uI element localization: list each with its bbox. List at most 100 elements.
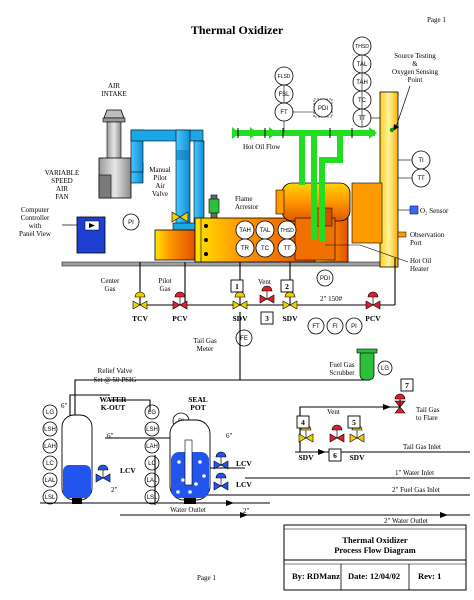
- svg-text:Gas: Gas: [105, 285, 116, 293]
- hot-oil-flow-label: Hot Oil Flow: [243, 143, 281, 151]
- title-block-title1: Thermal Oxidizer: [342, 535, 408, 545]
- svg-text:PI: PI: [128, 220, 134, 226]
- instrument-lg-scrubber: LG: [377, 360, 393, 376]
- svg-text:TI: TI: [418, 158, 424, 164]
- title-block-date: Date: 12/04/02: [348, 571, 400, 581]
- instrument-lsl-ko: LSL: [42, 489, 58, 505]
- water-outlet-2-label: 2" Water Outlet: [384, 517, 428, 525]
- valve-tag-3: 3: [260, 311, 274, 325]
- instrument-pi-line: PI: [345, 317, 363, 335]
- svg-text:to Flare: to Flare: [416, 414, 438, 422]
- svg-text:TAL: TAL: [260, 228, 271, 234]
- instrument-lsl-seal: LSL: [144, 489, 160, 505]
- water-knockout-vessel: [61, 414, 93, 504]
- svg-text:with: with: [29, 222, 42, 230]
- fuel-gas-inlet-label: 2" Fuel Gas Inlet: [392, 486, 440, 494]
- svg-text:LSL: LSL: [147, 495, 158, 501]
- flare-valve: [394, 393, 406, 414]
- diagram-title: Thermal Oxidizer: [191, 23, 284, 37]
- svg-text:LAH: LAH: [146, 444, 158, 450]
- center-gas-label: Center Gas: [101, 277, 120, 293]
- svg-text:FLSD: FLSD: [278, 74, 291, 80]
- instrument-fe: FE: [235, 329, 253, 347]
- title-block-rev: Rev: 1: [418, 571, 441, 581]
- svg-text:Pilot: Pilot: [158, 277, 171, 285]
- lcv-label: LCV: [120, 466, 136, 475]
- valve-tag-6: 6: [328, 448, 342, 462]
- instrument-tt-right: TT: [411, 168, 431, 188]
- temperature-control-valve-label: TCV: [132, 314, 148, 323]
- svg-text:Observation: Observation: [410, 231, 445, 239]
- instrument-lg-ko: LG: [42, 404, 58, 420]
- valve-tag-2: 2: [280, 279, 294, 293]
- pipe-size-6b: 6": [107, 432, 114, 440]
- svg-text:LAL: LAL: [147, 478, 158, 484]
- svg-text:LG: LG: [381, 366, 389, 372]
- vent-label-2: Vent: [327, 408, 340, 416]
- svg-text:Valve: Valve: [152, 190, 168, 198]
- seal-pot-label: SEAL POT: [188, 395, 208, 412]
- valve-tag-7: 7: [400, 378, 414, 392]
- instrument-lsh-seal: LSH: [144, 421, 160, 437]
- instrument-tr-burner: TR: [235, 238, 255, 258]
- valve-tag-1: 1: [230, 279, 244, 293]
- svg-text:&: &: [412, 60, 418, 68]
- svg-text:Flame: Flame: [235, 195, 253, 203]
- page-number-top: Page 1: [427, 16, 446, 24]
- line-150-label: 2" 150#: [320, 295, 343, 303]
- relief-valve-label: Relief Valve Set @ 50 PSIG: [94, 367, 137, 384]
- base-platform: [61, 261, 398, 267]
- lcv-label: LCV: [236, 480, 252, 489]
- svg-text:AIR: AIR: [108, 82, 120, 90]
- svg-text:FE: FE: [240, 336, 248, 342]
- level-control-valve-1: [95, 464, 111, 483]
- instrument-ti: TI: [411, 150, 431, 170]
- svg-text:Tail Gas: Tail Gas: [193, 337, 217, 345]
- svg-text:Tail Gas: Tail Gas: [416, 406, 440, 414]
- svg-text:Panel View: Panel View: [19, 230, 52, 238]
- pipe-size-6c: 6": [226, 432, 233, 440]
- variable-speed-air-fan: [98, 157, 144, 199]
- svg-text:PDI: PDI: [320, 276, 330, 282]
- temperature-control-valve: TCV: [132, 291, 148, 323]
- shutdown-valve-3-label: SDV: [298, 453, 314, 462]
- instrument-lah-ko: LAH: [42, 438, 58, 454]
- instrument-lc-seal: LC: [144, 455, 160, 471]
- observation-port-label: Observation Port: [410, 231, 445, 247]
- water-inlet-label: 1" Water Inlet: [395, 469, 434, 477]
- shutdown-valve-4-label: SDV: [349, 453, 365, 462]
- svg-text:K-OUT: K-OUT: [101, 403, 126, 412]
- pressure-control-valve-2-label: PCV: [365, 314, 381, 323]
- water-outlet-label: Water Outlet: [170, 506, 206, 514]
- instrument-lah-seal: LAH: [144, 438, 160, 454]
- svg-text:Port: Port: [410, 239, 422, 247]
- instrument-tc-burner: TC: [255, 238, 275, 258]
- lcv-label: LCV: [236, 459, 252, 468]
- svg-text:Computer: Computer: [21, 206, 50, 214]
- svg-text:Air: Air: [155, 182, 165, 190]
- svg-text:Source Testing: Source Testing: [394, 52, 436, 60]
- fuel-gas-scrubber-label: Fuel Gas Scrubber: [329, 361, 355, 377]
- hot-oil-flow-tees: [237, 128, 353, 138]
- valve-tag-5: 5: [347, 415, 361, 429]
- o2-sensor-label: O₂ Sensor: [420, 207, 449, 215]
- instrument-lal-ko: LAL: [42, 472, 58, 488]
- shutdown-valve-2-label: SDV: [282, 314, 298, 323]
- instrument-lal-seal: LAL: [144, 472, 160, 488]
- svg-text:WATER: WATER: [100, 395, 128, 404]
- pipe-size-2a: 2": [111, 486, 118, 494]
- instrument-pdi-bottom: PDI: [316, 269, 334, 287]
- tail-gas-inlet-label: Tail Gas Inlet: [403, 443, 441, 451]
- instrument-flsd: FLSD: [274, 66, 294, 86]
- svg-text:Manual: Manual: [149, 166, 170, 174]
- svg-text:VARIABLE: VARIABLE: [45, 169, 79, 177]
- instrument-thsd: THSD: [352, 36, 372, 56]
- svg-text:LC: LC: [148, 461, 156, 467]
- hot-oil-heater-label: Hot Oil Heater: [410, 257, 431, 273]
- pressure-control-valve-2: PCV: [365, 291, 381, 323]
- instrument-thsd-burner: THSD: [277, 220, 297, 240]
- svg-text:Fuel Gas: Fuel Gas: [329, 361, 354, 369]
- flow-arrows: [226, 404, 448, 518]
- page-number-bottom: Page 1: [197, 574, 216, 582]
- svg-text:POT: POT: [190, 403, 205, 412]
